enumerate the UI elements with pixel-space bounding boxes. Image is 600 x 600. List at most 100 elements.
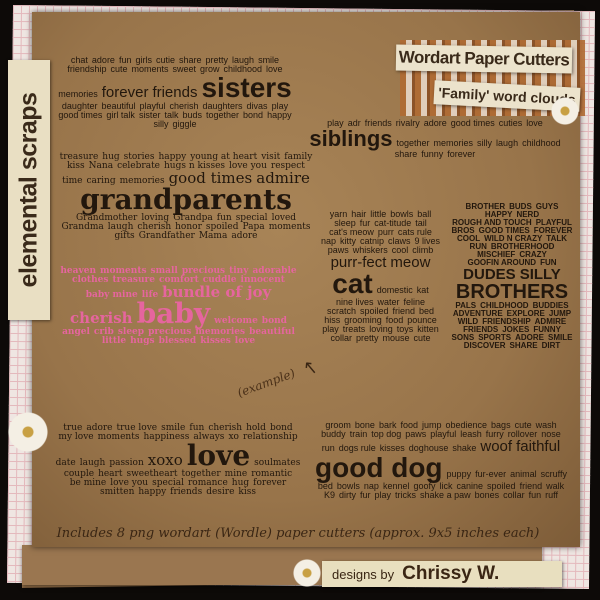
cloud-word: SHARE <box>509 340 538 350</box>
cloud-word: family <box>284 152 313 162</box>
cloud-word: ADVENTURE <box>452 308 503 318</box>
cloud-word: honor <box>175 222 202 232</box>
cloud-word: clothes <box>72 274 109 285</box>
cloud-word: domestic <box>376 284 413 295</box>
cloud-word: good dog <box>315 451 443 483</box>
cloud-word: cat-titude <box>374 217 412 228</box>
cloud-word: BROTHERHOOD <box>490 241 555 251</box>
cloud-word: talk <box>164 109 179 120</box>
cloud-word: laugh <box>107 222 134 232</box>
side-label-text: elemental scraps <box>14 92 43 288</box>
cloud-word: woof <box>480 437 513 455</box>
cloud-word: goofy <box>413 480 436 491</box>
cloud-word: baby mine <box>85 289 138 300</box>
cloud-word: Grandfather <box>138 231 195 241</box>
cloud-word: daughter <box>61 100 98 111</box>
cloud-word: play <box>271 100 289 111</box>
cloud-word: DUDES <box>463 265 516 283</box>
cloud-word: GOOD TIMES <box>478 225 530 235</box>
cloud-word: heart <box>98 468 123 479</box>
cloud-word: angel <box>62 326 90 337</box>
cloud-word: puppy <box>446 468 472 479</box>
cloud-word: whiskers <box>352 244 388 255</box>
cloud-word: friend <box>519 480 543 491</box>
flower-icon <box>6 410 50 454</box>
cloud-word: FOREVER <box>533 225 573 235</box>
cloud-word: toys <box>396 323 414 334</box>
cloud-word: forever <box>101 83 149 101</box>
cloud-word: bags <box>491 419 511 430</box>
cloud-word: ball <box>417 208 432 219</box>
cloud-word: blessed <box>158 335 197 346</box>
cloud-word: SMILE <box>548 332 573 342</box>
flower-icon <box>550 96 580 126</box>
cloud-word: hugs <box>130 335 155 346</box>
cloud-word: purr-fect <box>330 253 387 271</box>
cloud-word: admire <box>256 169 310 187</box>
cloud-word: MISCHIEF <box>477 249 516 259</box>
cloud-word: mouse <box>382 332 410 343</box>
cloud-word: yarn <box>329 208 348 219</box>
cloud-word: 9 lives <box>414 235 441 246</box>
cloud-word: sleep <box>117 326 145 337</box>
cloud-word: cat's meow <box>329 226 374 237</box>
cloud-word: smile <box>161 422 186 433</box>
cloud-word: cats rule <box>397 226 432 237</box>
cloud-word: love <box>234 335 256 346</box>
cloud-word: catnip <box>359 235 385 246</box>
cloud-word: smile <box>258 54 280 65</box>
cloud-word: jump <box>421 419 442 430</box>
cloud-word: funny <box>421 149 444 159</box>
cloud-word: run <box>321 442 335 453</box>
cloud-word: bed <box>317 480 333 491</box>
cloud-word: precious <box>148 326 192 337</box>
cloud-word: Grandma <box>61 222 104 232</box>
cloud-word: JUMP <box>548 308 572 318</box>
cloud-word: animal <box>510 468 537 479</box>
cloud-word: spoiled <box>205 222 239 232</box>
cloud-word: silly <box>477 138 493 148</box>
cloud-word: good times <box>58 109 103 120</box>
cloud-word: memories <box>195 326 246 337</box>
cloud-word: desire <box>206 486 235 497</box>
cloud-word: obedience <box>445 419 488 430</box>
cloud-word: kitten <box>417 323 439 334</box>
cloud-word: forever <box>253 477 287 488</box>
cloud-word: xoxo <box>147 450 183 469</box>
cloud-word: DIRT <box>541 340 561 350</box>
cloud-word: couple <box>63 468 95 479</box>
cloud-word: loving <box>369 323 393 334</box>
cloud-word: food <box>400 419 418 430</box>
cloud-word: bond <box>261 315 287 326</box>
cloud-word: childhood <box>223 63 263 74</box>
cloud-word: adorable <box>252 265 297 276</box>
cloud-word: moments <box>268 222 311 232</box>
cloud-word: hug <box>102 152 120 162</box>
cloud-word: forever <box>447 149 476 159</box>
cloud-word: top dog <box>371 428 402 439</box>
cloud-word: laugh <box>79 457 106 468</box>
cloud-word: lick <box>439 480 453 491</box>
cloud-word: WILD N CRAZY <box>484 233 543 243</box>
cloud-word: claws <box>388 235 411 246</box>
cloud-word: rollover <box>507 428 538 439</box>
cloud-word: grow <box>200 63 220 74</box>
cloud-word: spoiled <box>359 305 389 316</box>
cloud-word: true <box>63 422 83 433</box>
cloud-word: SPORTS <box>478 332 512 342</box>
cloud-word: caring <box>86 176 116 186</box>
cloud-word: hug <box>231 477 250 488</box>
cloud-word: always <box>193 431 225 442</box>
cloud-word: moments <box>100 265 147 276</box>
cloud-word: sleep <box>334 217 356 228</box>
cloud-word: cherish <box>137 222 172 232</box>
cloud-word: hugs n kisses <box>164 161 226 171</box>
cloud-word: respect <box>270 161 305 171</box>
cloud-word: friends <box>152 83 198 101</box>
cloud-word: spoiled <box>487 480 516 491</box>
cloud-word: K9 <box>323 489 335 500</box>
